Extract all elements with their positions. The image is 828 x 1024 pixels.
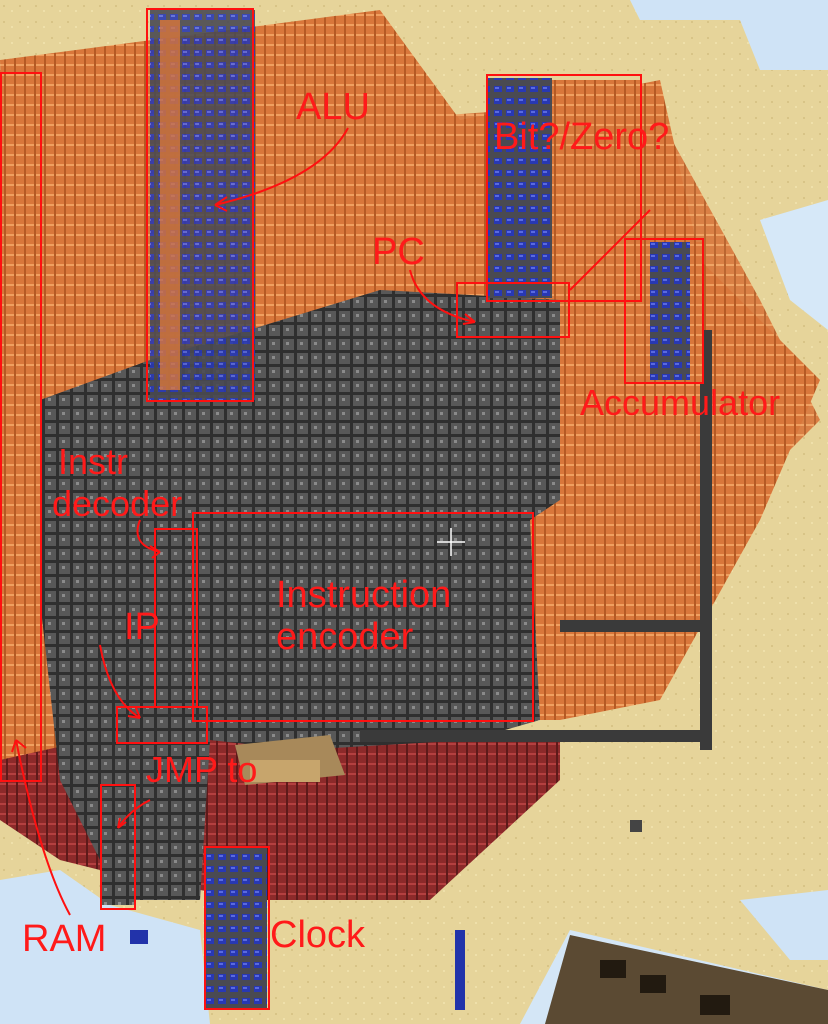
label-instr-decoder-line2: decoder — [52, 486, 182, 522]
label-ram: RAM — [22, 920, 106, 958]
label-instruction-encoder-line1: Instruction — [276, 576, 451, 614]
label-jmp-to: JMP to — [146, 752, 257, 788]
label-accumulator: Accumulator — [580, 385, 780, 421]
label-instruction-encoder-line2: encoder — [276, 618, 413, 656]
label-clock: Clock — [270, 916, 365, 954]
crosshair-icon — [437, 528, 465, 556]
label-alu: ALU — [296, 88, 370, 126]
label-bit-zero: Bit?/Zero? — [494, 118, 669, 156]
label-ip: IP — [124, 608, 160, 646]
label-instr-decoder-line1: Instr — [58, 444, 128, 480]
label-pc: PC — [372, 233, 425, 271]
